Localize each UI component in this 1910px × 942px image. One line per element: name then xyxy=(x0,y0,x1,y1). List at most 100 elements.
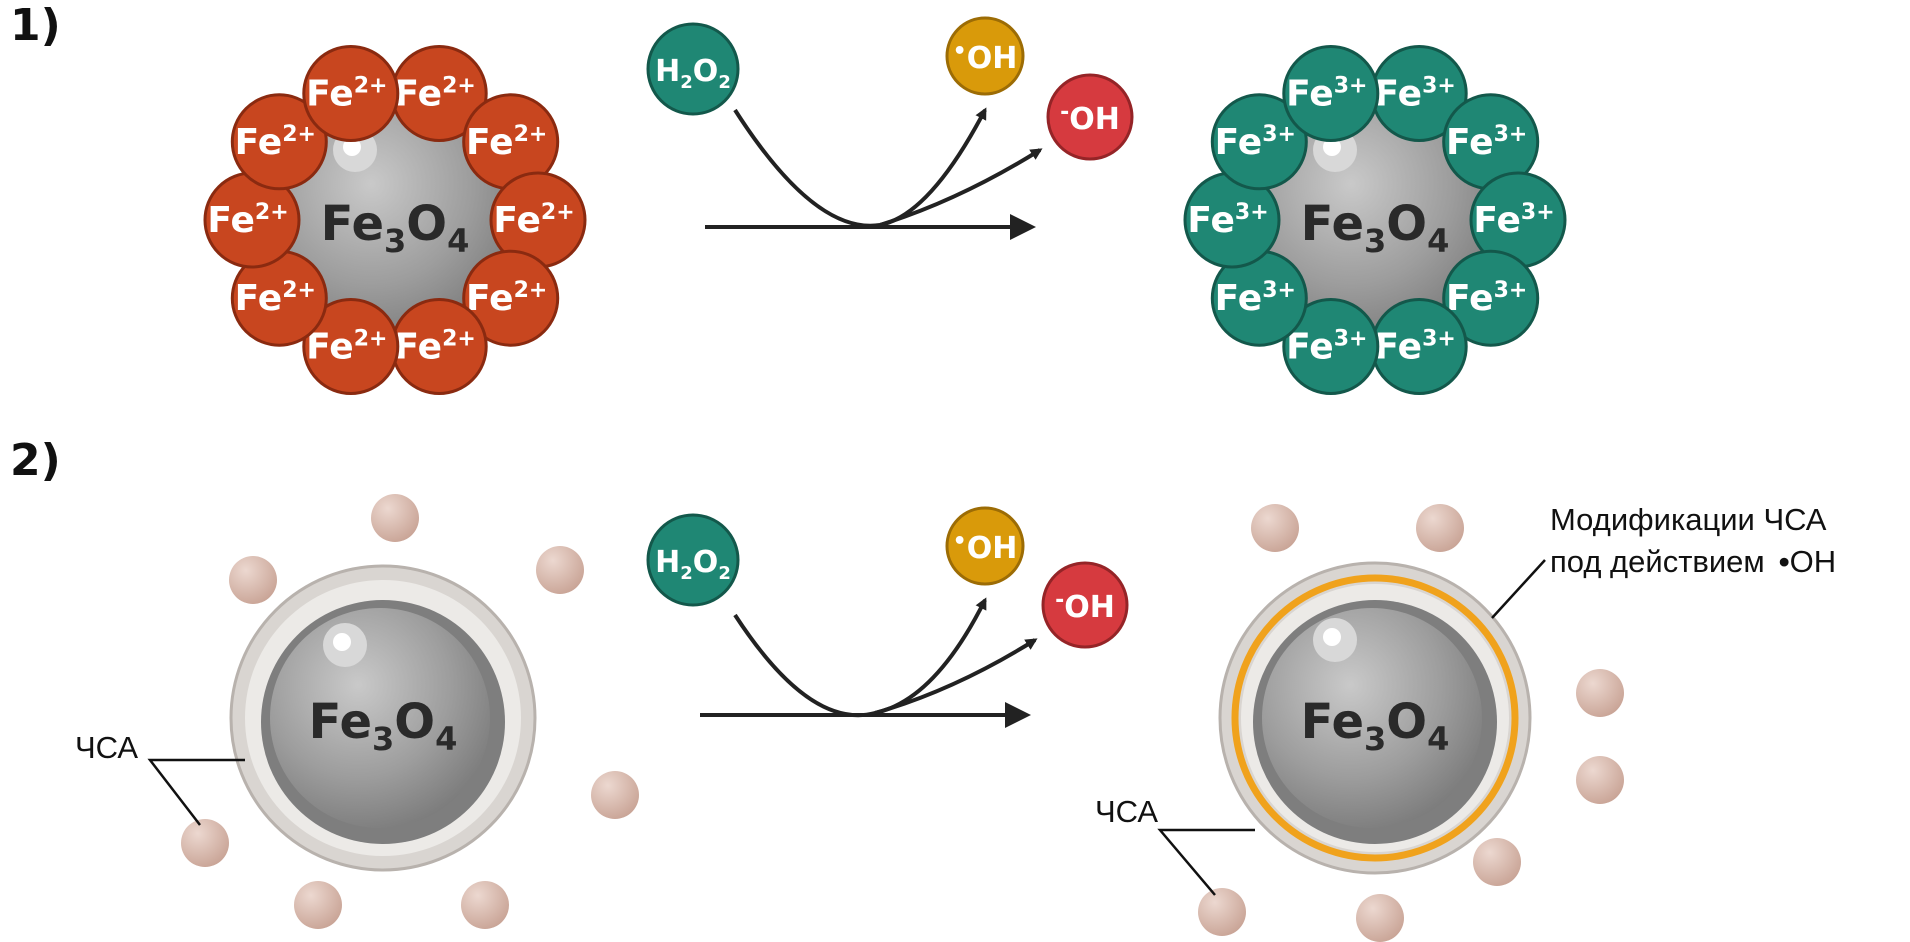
fe3-ion: Fe3+ xyxy=(1469,171,1567,269)
modification-leader xyxy=(1491,559,1546,619)
fe2-ion-ring: Fe2+Fe2+Fe2+Fe2+Fe2+Fe2+Fe2+Fe2+Fe2+Fe2+ xyxy=(203,45,587,395)
fe3-ion: Fe3+ xyxy=(1442,249,1540,347)
fe3-ion: Fe3+ xyxy=(1183,171,1281,269)
fe2-ion-label: Fe2+ xyxy=(306,327,387,368)
fe2-ion-label: Fe2+ xyxy=(493,200,574,241)
albumin-bead xyxy=(461,881,509,929)
albumin-bead xyxy=(229,556,277,604)
albumin-bead xyxy=(181,819,229,867)
hsa-left-label: ЧСА xyxy=(75,730,138,765)
hydroxide-circle xyxy=(1041,561,1129,649)
fe3-ion: Fe3+ xyxy=(1442,93,1540,191)
h2o2-label: H2O2 xyxy=(655,54,731,93)
core-sphere xyxy=(270,608,490,828)
fe2-ion-circle xyxy=(302,298,400,395)
fe2-ion-label: Fe2+ xyxy=(207,200,288,241)
core-sphere xyxy=(275,100,515,340)
fe2-ion-label: Fe2+ xyxy=(466,278,547,319)
modification-label-line2: под действием•ОН xyxy=(1550,544,1836,579)
albumin-bead xyxy=(1198,888,1246,936)
core-highlight-dot xyxy=(1323,628,1341,646)
fe3-ion-circle xyxy=(1282,298,1380,395)
h2o2-label: H2O2 xyxy=(655,545,731,584)
albumin-bead xyxy=(294,881,342,929)
albumin-bead xyxy=(1576,669,1624,717)
albumin-bead xyxy=(591,771,639,819)
fe3-ion-label: Fe3+ xyxy=(1215,122,1296,163)
fe2-ion: Fe2+ xyxy=(230,93,328,191)
albumin-bead xyxy=(1576,756,1624,804)
fe2-ion: Fe2+ xyxy=(302,45,400,142)
fe3-ion-label: Fe3+ xyxy=(1446,122,1527,163)
hsa-right-leader xyxy=(1157,828,1255,896)
fe3-ion-ring: Fe3+Fe3+Fe3+Fe3+Fe3+Fe3+Fe3+Fe3+Fe3+Fe3+ xyxy=(1183,45,1567,395)
fe3-ion-label: Fe3+ xyxy=(1446,278,1527,319)
fe2-ion: Fe2+ xyxy=(390,45,488,142)
h2o2-circle xyxy=(646,22,740,116)
hsa-coated-nanoparticle: Fe3O4 xyxy=(229,564,537,872)
core-highlight-dot xyxy=(1323,138,1341,156)
panel-2-label: 2) xyxy=(10,435,61,486)
hydroxide-ion: -OH xyxy=(1046,73,1134,161)
hsa-right-label: ЧСА xyxy=(1095,794,1158,829)
h2o2-circle xyxy=(646,513,740,607)
fe2-ion: Fe2+ xyxy=(390,298,488,395)
panel-1-label: 1) xyxy=(10,0,61,51)
curved-arrow-to-radical xyxy=(733,597,987,718)
hsa-right-callout: ЧСА xyxy=(1095,794,1255,896)
core-label: Fe3O4 xyxy=(1301,196,1450,260)
albumin-beads-right xyxy=(1198,504,1624,942)
albumin-bead xyxy=(1416,504,1464,552)
fe2-ion-label: Fe2+ xyxy=(395,74,476,115)
fe2-ion: Fe2+ xyxy=(230,249,328,347)
albumin-bead xyxy=(1251,504,1299,552)
curved-arrow-to-radical xyxy=(733,107,987,228)
modification-callout: Модификации ЧСА под действием•ОН xyxy=(1491,502,1836,619)
fe2-ion: Fe2+ xyxy=(203,171,301,269)
fe2-ion-label: Fe2+ xyxy=(306,74,387,115)
reaction-2: H2O2 •OH -OH xyxy=(646,506,1129,728)
fe3-ion-label: Fe3+ xyxy=(1375,74,1456,115)
fe3-ion-label: Fe3+ xyxy=(1187,200,1268,241)
core-highlight-dot xyxy=(333,633,351,651)
albumin-bead xyxy=(536,546,584,594)
fe3-ion-label: Fe3+ xyxy=(1215,278,1296,319)
fe3-ion-circle xyxy=(1210,93,1308,191)
fe2-ion-circle xyxy=(230,93,328,191)
fe2-nanoparticle: Fe2+Fe2+Fe2+Fe2+Fe2+Fe2+Fe2+Fe2+Fe2+Fe2+… xyxy=(203,45,587,395)
fe2-ion: Fe2+ xyxy=(489,171,587,269)
fe2-ion-label: Fe2+ xyxy=(235,122,316,163)
core-highlight-dot xyxy=(343,138,361,156)
fe3-ion: Fe3+ xyxy=(1282,45,1380,142)
fe3-ion: Fe3+ xyxy=(1282,298,1380,395)
fe2-ion-circle xyxy=(462,249,560,347)
hydroxide-label: -OH xyxy=(1055,588,1115,625)
fe3-ion-label: Fe3+ xyxy=(1473,200,1554,241)
albumin-bead xyxy=(1473,838,1521,886)
fe3-ion-circle xyxy=(1282,45,1380,142)
fe2-ion-label: Fe2+ xyxy=(235,278,316,319)
modification-label-line1: Модификации ЧСА xyxy=(1550,502,1827,537)
fe2-ion: Fe2+ xyxy=(302,298,400,395)
core-label: Fe3O4 xyxy=(321,196,470,260)
fe2-ion: Fe2+ xyxy=(462,93,560,191)
fe3-ion-circle xyxy=(1442,249,1540,347)
fe3-nanoparticle: Fe3+Fe3+Fe3+Fe3+Fe3+Fe3+Fe3+Fe3+Fe3+Fe3+… xyxy=(1183,45,1567,395)
albumin-bead xyxy=(371,494,419,542)
modified-hsa-nanoparticle: Fe3O4 xyxy=(1218,561,1532,875)
core-sphere xyxy=(1262,608,1482,828)
core-label: Fe3O4 xyxy=(1301,694,1450,758)
fe2-ion: Fe2+ xyxy=(462,249,560,347)
hydroxide-ion: -OH xyxy=(1041,561,1129,649)
curved-arrow-to-hydroxide xyxy=(879,148,1043,227)
hydroxyl-radical-label: •OH xyxy=(953,39,1018,76)
fe3-ion-label: Fe3+ xyxy=(1286,74,1367,115)
fe2-ion-label: Fe2+ xyxy=(466,122,547,163)
fe3-ion: Fe3+ xyxy=(1370,45,1468,142)
fe2-ion-circle xyxy=(302,45,400,142)
hsa-left-leader xyxy=(147,758,245,826)
core-label: Fe3O4 xyxy=(309,694,458,758)
reaction-1: H2O2 •OH -OH xyxy=(646,16,1134,240)
